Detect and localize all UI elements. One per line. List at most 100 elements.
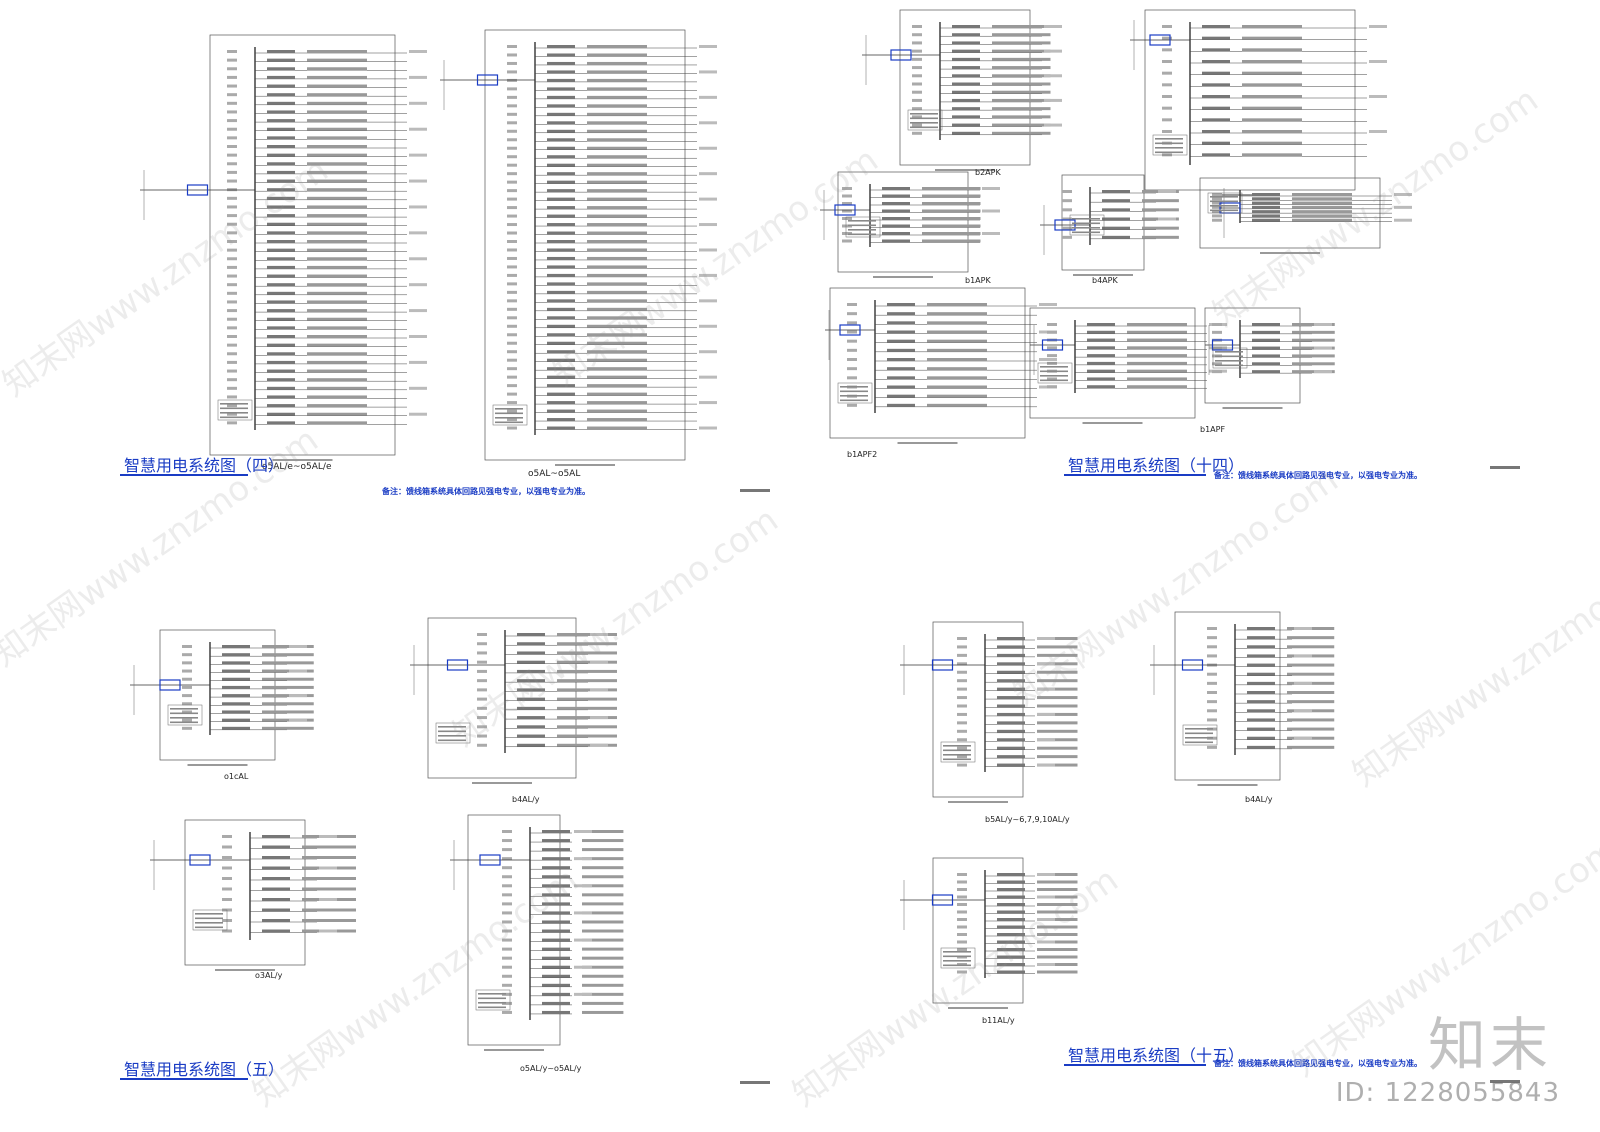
cable-text-block <box>992 131 1051 135</box>
cable-text-block <box>992 123 1051 127</box>
breaker-text-block <box>542 938 570 942</box>
cable-text-block <box>587 223 647 227</box>
breaker-text-block <box>1252 362 1280 366</box>
breaker-text-block <box>547 316 575 320</box>
phase-text-block <box>957 662 967 666</box>
phase-text-block <box>227 205 237 209</box>
cable-text-block <box>1037 963 1078 966</box>
breaker-text-block <box>882 209 910 213</box>
phase-text-block <box>957 910 967 914</box>
energy-meter-symbol <box>1211 339 1234 351</box>
load-text-block <box>1044 25 1062 28</box>
phase-text-block <box>222 845 232 849</box>
legend-box <box>1207 192 1243 214</box>
caption-text-block <box>1073 274 1133 276</box>
phase-text-block <box>507 240 517 243</box>
phase-text-block <box>477 697 487 701</box>
breaker-text-block <box>542 902 570 906</box>
phase-text-block <box>507 375 517 379</box>
breaker-text-block <box>887 339 915 343</box>
caption-text-block <box>897 442 958 444</box>
cable-text-block <box>307 153 367 157</box>
breaker-text-block <box>547 129 575 133</box>
cable-text-block <box>557 660 617 664</box>
cable-text-block <box>587 121 647 125</box>
breaker-text-block <box>267 119 295 123</box>
cable-text-block <box>307 110 367 114</box>
phase-text-block <box>182 694 192 698</box>
cable-text-block <box>587 78 647 82</box>
phase-text-block <box>957 918 967 921</box>
cable-text-block <box>557 725 617 729</box>
cable-text-block <box>307 421 367 425</box>
breaker-text-block <box>267 145 295 148</box>
sheet-title-underline <box>120 474 248 476</box>
cable-text-block <box>307 162 367 166</box>
legend-box <box>907 109 943 131</box>
sheet-title-underline <box>120 1078 248 1080</box>
breaker-text-block <box>267 300 295 304</box>
legend-text-block <box>1210 200 1238 203</box>
cable-text-block <box>1037 687 1078 691</box>
cable-text-block <box>1037 918 1078 921</box>
load-text-block <box>590 688 608 692</box>
cable-text-block <box>307 93 367 97</box>
breaker-text-block <box>997 895 1025 899</box>
phase-text-block <box>507 409 517 413</box>
phase-text-block <box>847 330 857 334</box>
phase-text-block <box>502 1010 512 1014</box>
load-text-block <box>409 179 427 183</box>
cable-text-block <box>582 911 624 915</box>
phase-text-block <box>1207 718 1217 722</box>
cable-text-block <box>1287 745 1335 749</box>
phase-text-block <box>1212 362 1222 366</box>
phase-text-block <box>227 248 237 252</box>
breaker-text-block <box>267 360 295 364</box>
breaker-text-block <box>547 104 575 108</box>
breaker-text-block <box>997 679 1025 683</box>
breaker-text-block <box>547 256 575 260</box>
phase-text-block <box>1062 226 1072 230</box>
phase-text-block <box>507 231 517 235</box>
phase-text-block <box>507 155 517 159</box>
breaker-text-block <box>547 70 575 74</box>
phase-text-block <box>227 412 237 416</box>
cable-text-block <box>1142 208 1179 212</box>
breaker-text-block <box>262 845 290 849</box>
phase-text-block <box>507 214 517 218</box>
breaker-text-block <box>262 887 290 891</box>
cable-text-block <box>1037 637 1078 640</box>
phase-text-block <box>502 965 512 969</box>
phase-text-block <box>957 704 967 708</box>
panel-label-8: o1cAL <box>224 772 249 781</box>
breaker-text-block <box>542 947 570 951</box>
phase-text-block <box>1212 193 1222 196</box>
breaker-text-block <box>997 712 1025 716</box>
image-id: ID: 1228055843 <box>1335 1078 1560 1108</box>
load-text-block <box>574 884 592 888</box>
breaker-text-block <box>952 98 980 102</box>
phase-text-block <box>182 677 192 681</box>
legend-text-block <box>848 229 876 231</box>
phase-text-block <box>1047 323 1057 326</box>
phase-text-block <box>507 401 517 405</box>
phase-text-block <box>842 217 852 220</box>
breaker-text-block <box>542 875 570 879</box>
phase-text-block <box>507 273 517 277</box>
breaker-text-block <box>542 983 570 987</box>
cable-text-block <box>1242 153 1302 157</box>
legend-text-block <box>1072 231 1100 234</box>
load-text-block <box>1369 95 1387 98</box>
legend-text-block <box>220 407 248 410</box>
breaker-text-block <box>267 205 295 209</box>
phase-text-block <box>227 153 237 157</box>
phase-text-block <box>507 367 517 371</box>
breaker-text-block <box>547 45 575 48</box>
breaker-text-block <box>952 74 980 78</box>
breaker-text-block <box>952 82 980 86</box>
breaker-text-block <box>997 940 1025 944</box>
breaker-text-block <box>997 653 1025 657</box>
load-text-block <box>289 669 307 673</box>
cable-text-block <box>582 839 624 843</box>
cable-text-block <box>262 726 314 730</box>
